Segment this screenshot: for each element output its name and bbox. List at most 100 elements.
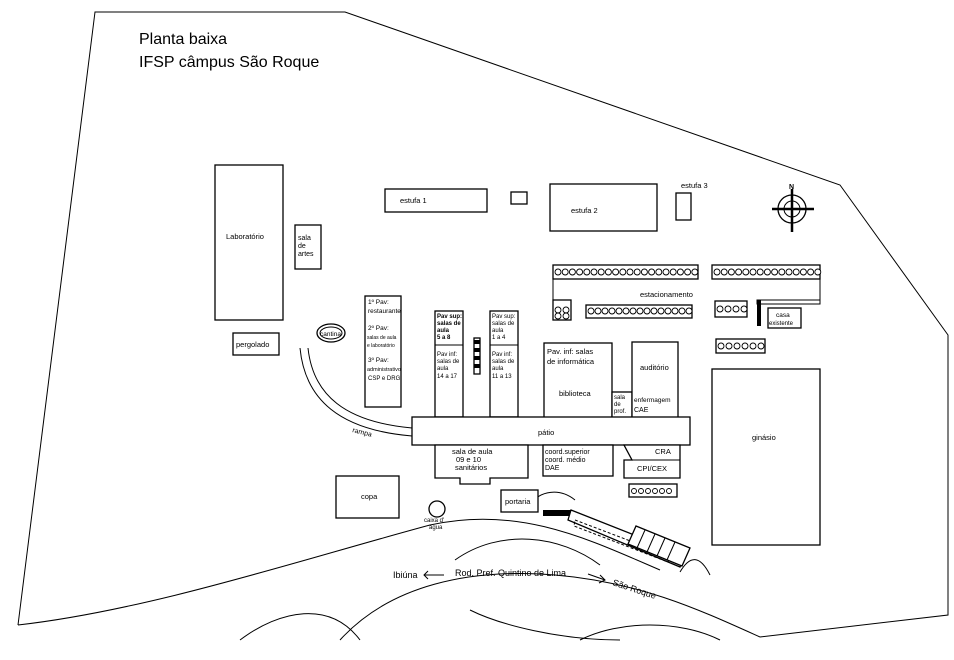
road-edge-north	[454, 538, 601, 566]
arrow-east-line	[587, 573, 606, 581]
caixa-agua-line-1: caixa d'	[424, 518, 444, 524]
pav-admin-line-8: CSP e DRG	[368, 376, 401, 382]
pav-1-4-building	[489, 310, 519, 418]
portaria-label: portaria	[505, 497, 531, 506]
pav-14-17-line-3: aula	[437, 366, 449, 372]
parking-space	[735, 268, 743, 276]
informatica-building	[543, 342, 613, 419]
road-curve-b	[579, 624, 721, 641]
pav-admin-line-1: 1º Pav:	[368, 299, 389, 306]
compass-north-label: N	[789, 184, 794, 191]
parking-space	[785, 268, 793, 276]
parking-space	[684, 268, 692, 276]
parking-space	[742, 268, 750, 276]
parking-space	[633, 268, 641, 276]
parking-space	[713, 268, 721, 276]
cantina-label: cantina	[320, 331, 341, 338]
arrow-west-head	[423, 570, 429, 580]
laboratorio-label: Laboratório	[226, 232, 264, 241]
sala-prof-line-3: prof.	[614, 409, 626, 415]
stairs-icon	[473, 337, 481, 375]
road-label-ibiuna: Ibiúna	[393, 570, 418, 580]
sala-prof-line-1: sala	[614, 395, 626, 401]
laboratorio-building	[214, 164, 284, 321]
pav-11-13-line-4: 11 a 13	[492, 374, 512, 380]
parking-space	[604, 268, 612, 276]
estufa-1-label: estufa 1	[400, 196, 427, 205]
parking-space	[554, 306, 562, 314]
ginasio-label: ginásio	[752, 433, 776, 442]
small-structure	[510, 191, 528, 205]
salas-09-10-line-1: sala de aula	[452, 447, 493, 456]
informatica-line-2: de informática	[547, 357, 595, 366]
parking-space	[725, 342, 733, 350]
caixa-agua-line-2: água	[429, 525, 443, 531]
road-curve-a	[469, 609, 621, 641]
parking-space	[597, 268, 605, 276]
casa-line-1: casa	[776, 312, 790, 319]
parking-space	[724, 305, 732, 313]
sala-artes-label-1: sala	[298, 235, 311, 242]
parking-space	[664, 307, 672, 315]
pav-admin-line-2: restaurante	[368, 308, 401, 315]
parking-space	[608, 307, 616, 315]
copa-building	[335, 475, 400, 519]
rampa-path-outer	[299, 347, 413, 437]
biblioteca-label: biblioteca	[559, 389, 592, 398]
parking-space	[615, 307, 623, 315]
pav-5-8-building	[434, 310, 464, 418]
road-curve-c	[239, 613, 361, 641]
salas-09-10-line-2: 09 e 10	[456, 455, 481, 464]
parking-space	[594, 307, 602, 315]
parking-space	[629, 307, 637, 315]
parking-space	[643, 307, 651, 315]
parking-space	[601, 307, 609, 315]
cra-building	[622, 444, 681, 479]
parking-space	[691, 268, 699, 276]
entrance-curve-2	[679, 559, 711, 576]
pergolado-building	[232, 332, 280, 356]
pav-14-17-line-1: Pav inf:	[437, 352, 457, 358]
cpi-label: CPI/CEX	[637, 464, 667, 473]
pav-14-17-line-2: salas de	[437, 359, 460, 365]
parking-space	[612, 268, 620, 276]
patio-label: pátio	[538, 428, 554, 437]
ginasio-building	[711, 368, 821, 546]
casa-building	[767, 307, 802, 329]
parking-space	[562, 306, 570, 314]
parking-space	[678, 307, 686, 315]
cantina-inner	[319, 326, 343, 340]
road-edge-south	[339, 573, 761, 641]
salas-09-10-building	[434, 444, 529, 485]
parking-spaces	[554, 268, 822, 350]
parking-space	[626, 268, 634, 276]
parking-space	[717, 342, 725, 350]
enfermagem-label: enfermagem	[634, 397, 671, 404]
parking-space	[757, 342, 765, 350]
pav-1-4-line-2: salas de	[492, 321, 515, 327]
pav-1-4-line-1: Pav sup:	[492, 314, 516, 320]
parking-space	[720, 268, 728, 276]
auditorio-label: auditório	[640, 363, 669, 372]
parking-space	[587, 307, 595, 315]
parking-space	[657, 307, 665, 315]
parking-entrance	[627, 525, 691, 567]
estufa-2-label: estufa 2	[571, 206, 598, 215]
pav-14-17-line-4: 14 a 17	[437, 374, 458, 380]
cae-label: CAE	[634, 407, 649, 414]
parking-space	[554, 268, 562, 276]
pav-admin-line-6: 3º Pav:	[368, 357, 389, 364]
pav-admin-line-3: 2º Pav:	[368, 325, 389, 332]
parking-space	[671, 307, 679, 315]
parking-space	[640, 268, 648, 276]
parking-space	[733, 342, 741, 350]
sala-artes-label-2: de	[298, 243, 306, 250]
parking-space	[669, 268, 677, 276]
sala-prof-line-2: de	[614, 402, 621, 408]
pav-1-4-line-3: aula	[492, 328, 504, 334]
auditorio-building	[631, 341, 679, 419]
parking-space	[771, 268, 779, 276]
caixa-agua-building	[428, 500, 446, 518]
parking-space	[655, 268, 663, 276]
parking-small-bottom	[628, 483, 678, 498]
